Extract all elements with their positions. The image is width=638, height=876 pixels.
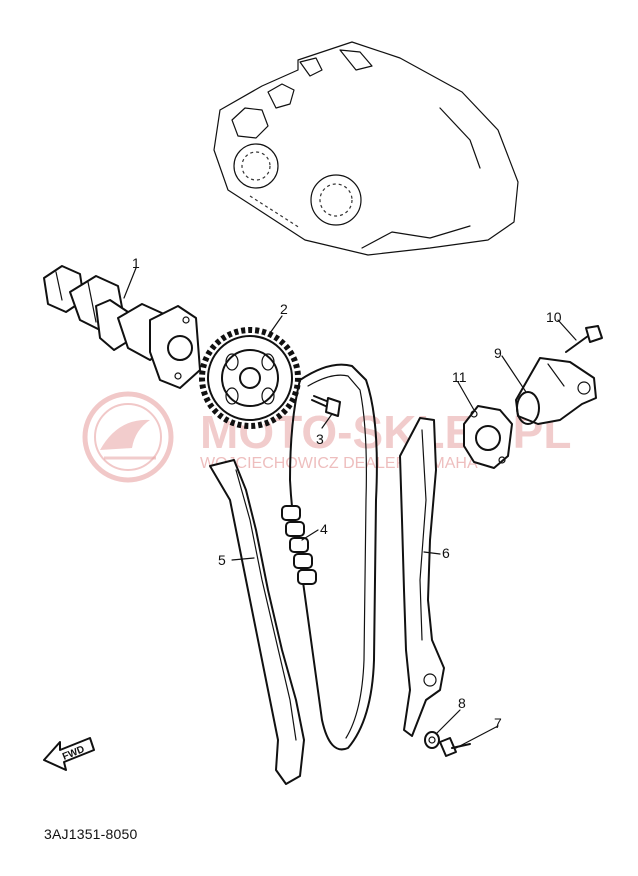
leader-lines [123, 267, 577, 749]
callout-4: 4 [320, 521, 328, 537]
forward-arrow-icon: FWD [43, 737, 95, 771]
callout-2: 2 [280, 301, 288, 317]
callout-numbers: 1 2 3 4 5 6 7 8 9 10 11 [132, 255, 562, 731]
callout-5: 5 [218, 552, 226, 568]
chain-tensioner [515, 357, 597, 425]
cylinder-head-outline [213, 41, 519, 256]
callout-8: 8 [458, 695, 466, 711]
tensioner-gasket [463, 405, 513, 469]
sprocket-bolt [311, 395, 341, 417]
cam-sprocket [199, 327, 301, 429]
callout-3: 3 [316, 431, 324, 447]
forward-label: FWD [61, 744, 86, 763]
chain-guide-right [399, 417, 445, 737]
cam-chain [289, 363, 378, 751]
callout-6: 6 [442, 545, 450, 561]
washer [424, 731, 440, 749]
tensioner-bolt [565, 325, 603, 353]
part-code: 3AJ1351-8050 [44, 826, 138, 842]
callout-11: 11 [452, 369, 467, 385]
chain-guide-left [209, 459, 305, 785]
callout-10: 10 [546, 309, 562, 325]
chain-links [281, 505, 317, 585]
callout-7: 7 [494, 715, 502, 731]
callout-1: 1 [132, 255, 140, 271]
watermark-emblem-icon [82, 391, 174, 483]
camshaft [43, 265, 201, 389]
guide-bolt [439, 737, 471, 757]
callout-9: 9 [494, 345, 502, 361]
